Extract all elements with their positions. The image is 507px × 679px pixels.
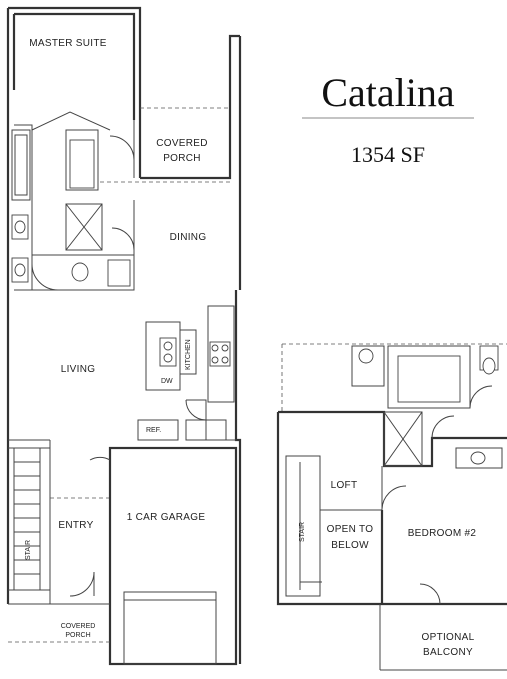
label-refrigerator: REF. xyxy=(146,427,161,434)
label-kitchen: KITCHEN xyxy=(185,339,192,370)
plan-title: Catalina xyxy=(321,70,455,115)
square-footage: 1354 SF xyxy=(351,142,425,167)
label-loft: LOFT xyxy=(331,480,358,491)
label-living: LIVING xyxy=(61,364,96,375)
label-balcony-1: OPTIONAL xyxy=(422,632,475,643)
label-open-to-2: BELOW xyxy=(331,540,369,551)
label-entry: ENTRY xyxy=(58,520,93,531)
label-master-suite: MASTER SUITE xyxy=(29,38,107,49)
label-covered-porch-front-2: PORCH xyxy=(65,632,90,639)
label-stair-down: STAIR xyxy=(25,540,32,560)
label-bedroom-2: BEDROOM #2 xyxy=(408,528,477,539)
label-stair-up: STAIR xyxy=(299,522,306,542)
label-covered-porch-rear-2: PORCH xyxy=(163,153,201,164)
second-floor xyxy=(276,343,507,671)
label-dishwasher: DW xyxy=(161,378,173,385)
label-dining: DINING xyxy=(170,232,207,243)
label-covered-porch-rear-1: COVERED xyxy=(156,138,208,149)
label-garage: 1 CAR GARAGE xyxy=(127,512,206,523)
label-covered-porch-front-1: COVERED xyxy=(61,623,96,630)
first-floor xyxy=(6,6,242,666)
label-open-to-1: OPEN TO xyxy=(327,524,374,535)
label-balcony-2: BALCONY xyxy=(423,647,473,658)
